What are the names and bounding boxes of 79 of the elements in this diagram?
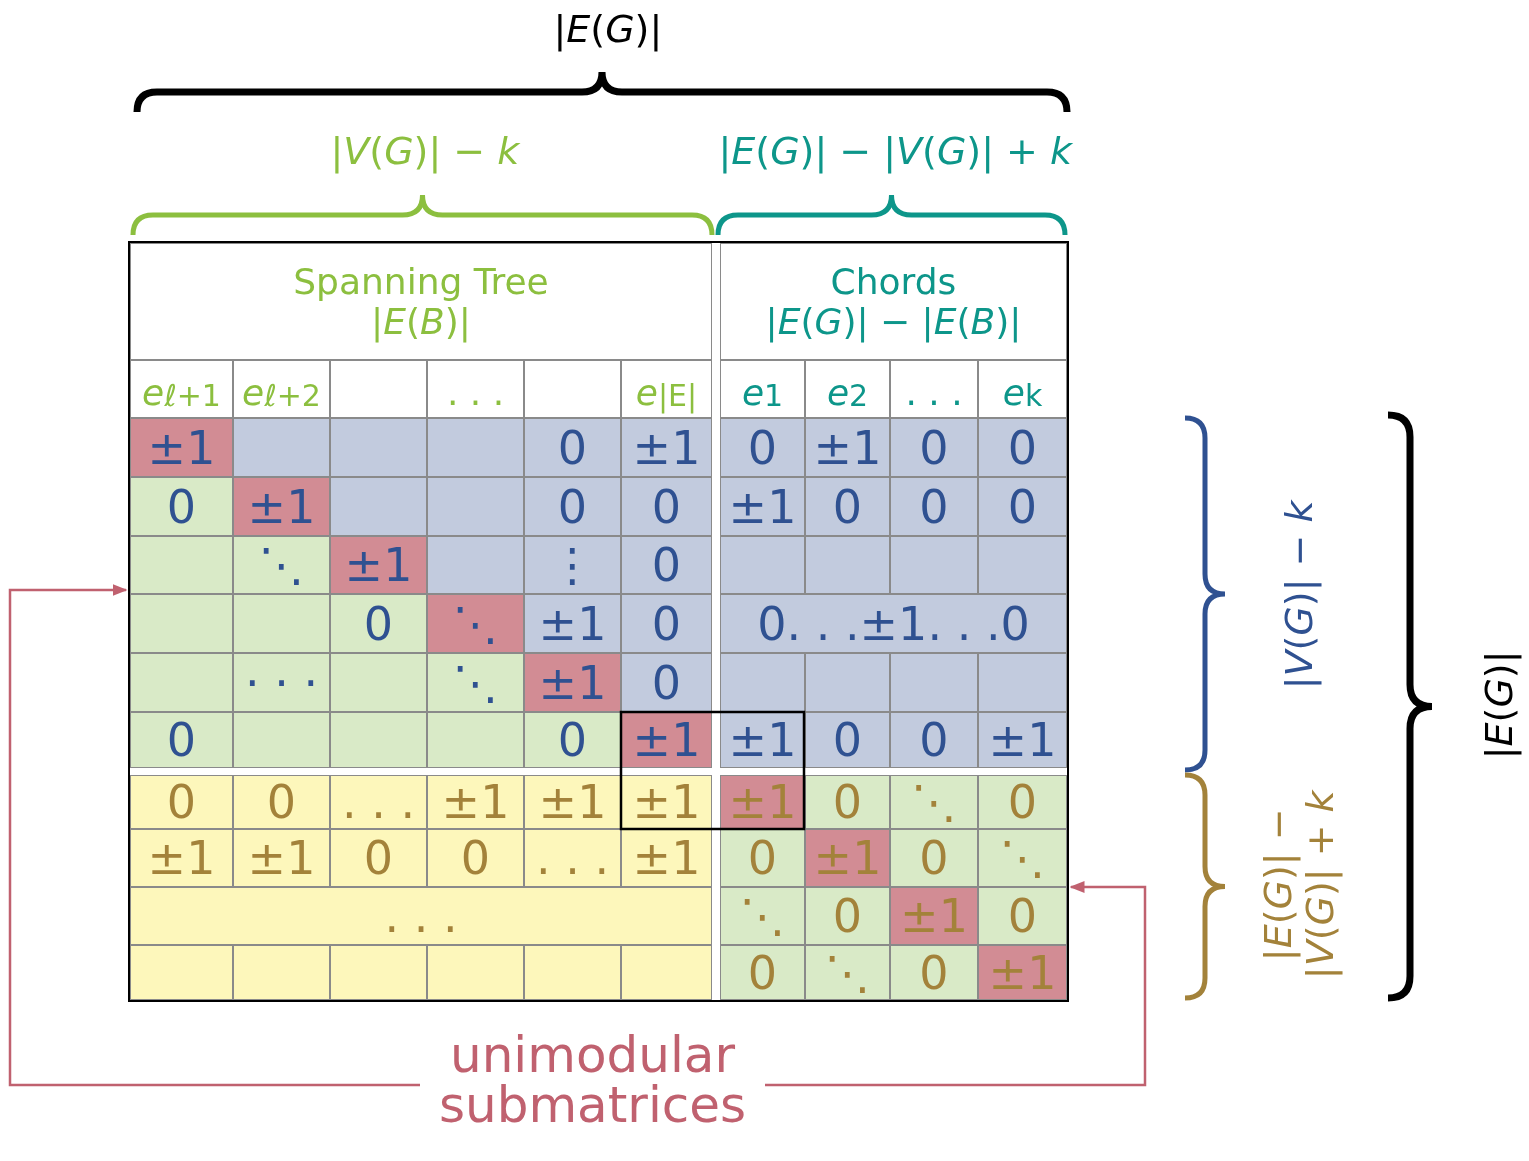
dimension-label: |V(G)| − k [330, 131, 520, 173]
header-text: Chords [830, 261, 957, 302]
matrix-entry: ±1 [524, 594, 621, 653]
matrix-entry: . . . [524, 829, 621, 887]
matrix-entry: 0 [720, 418, 805, 477]
dimension-label: |E(G)| [553, 9, 663, 51]
header-text: |E(B)| [371, 301, 471, 342]
matrix-entry: ±1 [890, 887, 978, 945]
matrix-entry: 0 [130, 775, 233, 829]
matrix-entry: 0 [720, 945, 805, 1000]
matrix-entry: 0 [524, 477, 621, 536]
matrix-entry: 0 [890, 477, 978, 536]
matrix-entry: ⋱ [805, 945, 890, 1000]
matrix-entry: ±1 [805, 829, 890, 887]
dimension-label: |V(G)| − k [1279, 500, 1321, 690]
matrix-entry: 0 [621, 653, 712, 712]
matrix-entry: 0 [621, 536, 712, 594]
matrix-entry: ±1 [978, 712, 1067, 768]
matrix-entry: ⋱ [427, 653, 524, 712]
leader-line [765, 881, 1147, 1087]
matrix-entry: ⋱ [978, 829, 1067, 887]
matrix-entry: 0 [978, 418, 1067, 477]
matrix-entry: ±1 [621, 712, 712, 768]
matrix-entry: ±1 [621, 418, 712, 477]
column-label: . . . [890, 360, 978, 418]
matrix-entry: 0 [524, 418, 621, 477]
matrix-entry: . . . [130, 887, 712, 945]
matrix-entry: 0. . .±1. . .0 [720, 594, 1067, 653]
matrix-entry: 0 [621, 594, 712, 653]
matrix-entry: ±1 [427, 775, 524, 829]
matrix-entry: 0 [890, 829, 978, 887]
header-text: Spanning Tree [293, 261, 549, 302]
matrix-entry: ⋱ [890, 775, 978, 829]
matrix-entry: ⋱ [233, 536, 330, 594]
header-text: |E(G)| − |E(B)| [765, 301, 1022, 342]
matrix-entry: 0 [978, 887, 1067, 945]
dimension-label: |E(G)| − |V(G)| + k [718, 131, 1072, 173]
matrix-border [128, 241, 1069, 1002]
matrix-entry: · · · [233, 653, 330, 712]
matrix-entry: 0 [805, 712, 890, 768]
matrix-entry: 0 [621, 477, 712, 536]
dimension-label: |E(G)| [1479, 650, 1521, 760]
matrix-entry: 0 [978, 775, 1067, 829]
matrix-entry: ±1 [130, 829, 233, 887]
matrix-entry: ⋮ [524, 536, 621, 594]
matrix-entry: ±1 [524, 653, 621, 712]
callout-text: unimodular submatrices [420, 1030, 765, 1130]
matrix-entry: 0 [805, 775, 890, 829]
matrix-entry: ⋱ [720, 887, 805, 945]
matrix-entry: ±1 [621, 775, 712, 829]
matrix-entry: 0 [330, 829, 427, 887]
matrix-entry: ⋱ [427, 594, 524, 653]
matrix-entry: 0 [890, 712, 978, 768]
matrix-entry: ±1 [330, 536, 427, 594]
matrix-entry: 0 [427, 829, 524, 887]
matrix-entry: ±1 [130, 418, 233, 477]
matrix-entry: ±1 [233, 829, 330, 887]
matrix-entry: ±1 [621, 829, 712, 887]
matrix-entry: ±1 [805, 418, 890, 477]
matrix-entry: 0 [330, 594, 427, 653]
matrix-entry: 0 [720, 829, 805, 887]
matrix-entry: ±1 [720, 775, 805, 829]
leader-line [8, 584, 420, 1087]
column-label: . . . [427, 360, 524, 418]
matrix-entry: 0 [233, 775, 330, 829]
matrix-entry: ±1 [524, 775, 621, 829]
matrix-entry: 0 [890, 945, 978, 1000]
matrix-entry: 0 [805, 477, 890, 536]
matrix-entry: 0 [524, 712, 621, 768]
matrix-entry: 0 [130, 712, 233, 768]
matrix-entry: ±1 [720, 477, 805, 536]
matrix-entry: 0 [978, 477, 1067, 536]
matrix-entry: ±1 [978, 945, 1067, 1000]
matrix-entry: ±1 [233, 477, 330, 536]
matrix-entry: ±1 [720, 712, 805, 768]
matrix-entry: 0 [805, 887, 890, 945]
matrix-entry: 0 [890, 418, 978, 477]
matrix-entry: . . . [330, 775, 427, 829]
matrix-entry: 0 [130, 477, 233, 536]
